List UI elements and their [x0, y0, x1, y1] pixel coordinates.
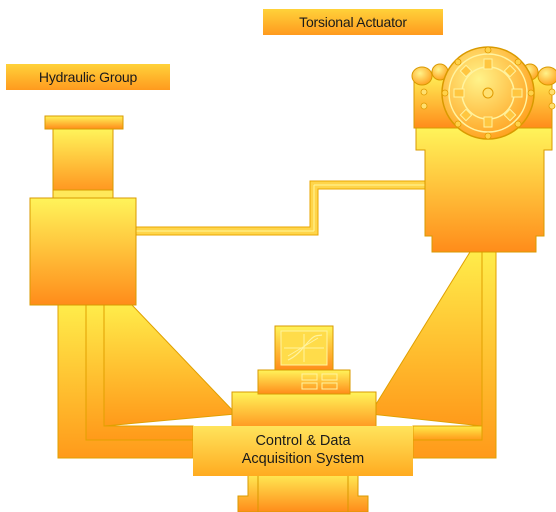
hydraulic-pipe	[133, 180, 429, 236]
hydraulic-group-unit	[29, 115, 137, 306]
control-station	[231, 325, 377, 512]
control-system-label-line1: Control & Data	[255, 433, 351, 449]
hydraulic-to-control-lines	[57, 304, 238, 459]
torsional-actuator-unit	[411, 46, 556, 253]
torsional-actuator-label: Torsional Actuator	[263, 9, 443, 35]
control-system-label: Control & Data Acquisition System	[193, 426, 413, 476]
control-system-label-line2: Acquisition System	[241, 451, 365, 467]
hydraulic-group-label: Hydraulic Group	[6, 64, 170, 90]
